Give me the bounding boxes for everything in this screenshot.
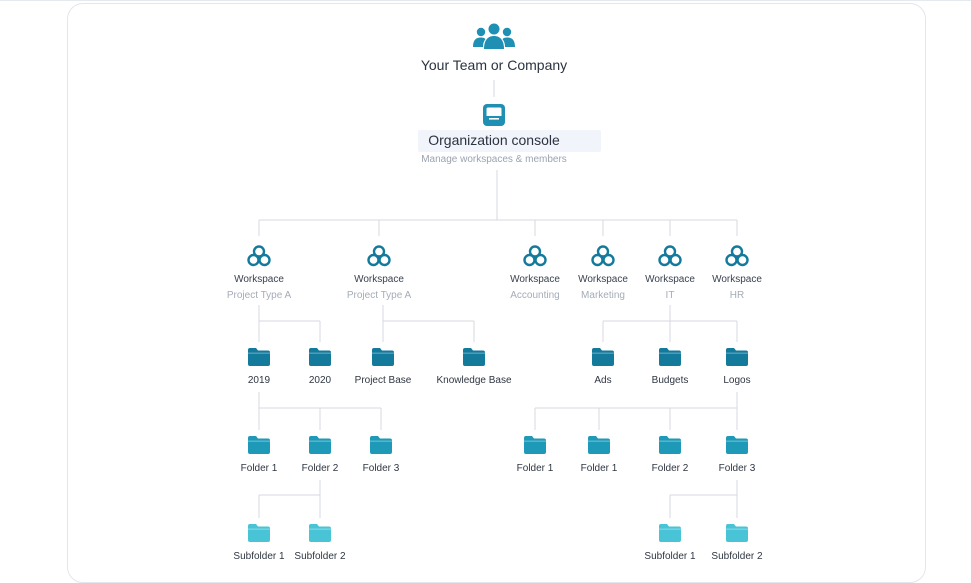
folder-icon xyxy=(463,348,485,366)
workspace-subtitle: Project Type A xyxy=(226,290,292,301)
folder-icon xyxy=(248,524,270,542)
workspace-subtitle: Accounting xyxy=(510,290,560,301)
workspace-icon xyxy=(591,245,615,267)
folder-icon xyxy=(309,524,331,542)
team-icon xyxy=(473,23,515,49)
folder-label: Folder 3 xyxy=(718,463,756,474)
folder-label: 2020 xyxy=(308,375,332,386)
console-icon xyxy=(483,104,505,126)
folder-icon xyxy=(372,348,394,366)
folder-label: Knowledge Base xyxy=(436,375,512,386)
folder-label: Folder 2 xyxy=(301,463,339,474)
workspace-icon xyxy=(247,245,271,267)
folder-label: Folder 1 xyxy=(516,463,554,474)
folder-label: Budgets xyxy=(651,375,689,386)
folder-icon xyxy=(659,436,681,454)
folder-label: Project Base xyxy=(354,375,412,386)
folder-icon xyxy=(592,348,614,366)
console-title: Organization console xyxy=(428,132,560,148)
folder-label: 2019 xyxy=(247,375,271,386)
folder-label: Folder 1 xyxy=(580,463,618,474)
folder-label: Folder 1 xyxy=(240,463,278,474)
folder-label: Folder 3 xyxy=(362,463,400,474)
workspace-icon xyxy=(725,245,749,267)
workspace-subtitle: Marketing xyxy=(581,290,625,301)
subfolder-label: Subfolder 1 xyxy=(233,551,285,562)
console-title-highlight xyxy=(418,130,601,152)
workspace-subtitle: HR xyxy=(729,290,745,301)
workspace-icon xyxy=(523,245,547,267)
workspace-label: Workspace xyxy=(234,274,284,285)
workspace-subtitle: IT xyxy=(665,290,675,301)
folder-label: Ads xyxy=(594,375,612,386)
folder-icon xyxy=(309,348,331,366)
folder-icon xyxy=(659,524,681,542)
folder-label: Logos xyxy=(723,375,751,386)
workspace-label: Workspace xyxy=(510,274,560,285)
folder-icon xyxy=(659,348,681,366)
folder-icon xyxy=(588,436,610,454)
folder-icon xyxy=(248,436,270,454)
top-divider xyxy=(0,0,971,1)
root-title: Your Team or Company xyxy=(420,57,568,73)
subfolder-label: Subfolder 1 xyxy=(644,551,696,562)
subfolder-label: Subfolder 2 xyxy=(711,551,763,562)
folder-icon xyxy=(726,348,748,366)
subfolder-label: Subfolder 2 xyxy=(294,551,346,562)
folder-icon xyxy=(524,436,546,454)
folder-icon xyxy=(726,436,748,454)
workspace-label: Workspace xyxy=(712,274,762,285)
folder-icon xyxy=(370,436,392,454)
folder-icon xyxy=(248,348,270,366)
folder-icon xyxy=(309,436,331,454)
workspace-icon xyxy=(367,245,391,267)
folder-label: Folder 2 xyxy=(651,463,689,474)
workspace-label: Workspace xyxy=(354,274,404,285)
folder-icon xyxy=(726,524,748,542)
workspace-subtitle: Project Type A xyxy=(346,290,412,301)
connector-lines xyxy=(258,80,738,518)
workspace-label: Workspace xyxy=(578,274,628,285)
console-subtitle: Manage workspaces & members xyxy=(421,154,567,165)
workspace-icon xyxy=(658,245,682,267)
diagram-card xyxy=(67,3,926,583)
workspace-label: Workspace xyxy=(645,274,695,285)
